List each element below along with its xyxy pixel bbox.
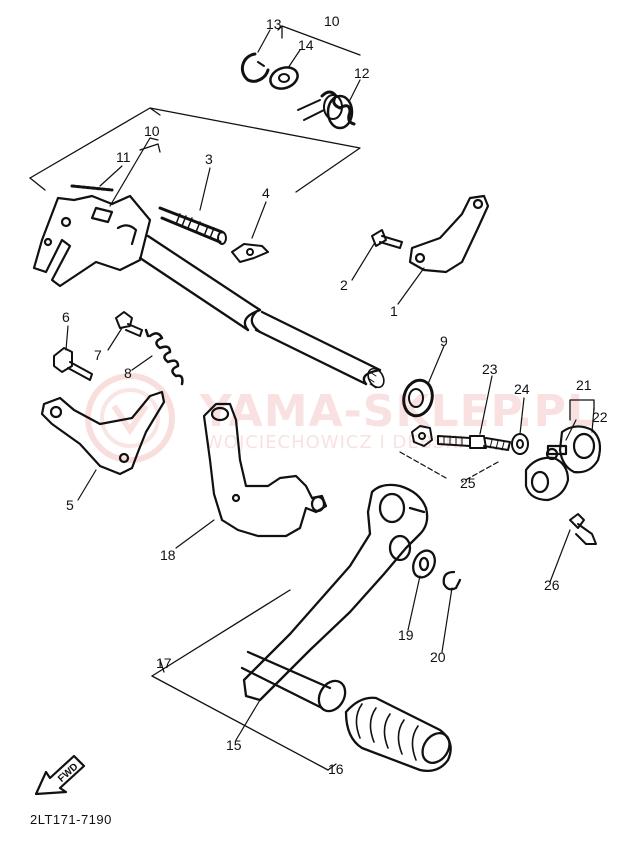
part-label-26: 26 — [544, 577, 560, 593]
part-label-15: 15 — [226, 737, 242, 753]
part-label-14: 14 — [298, 37, 314, 53]
part-label-7: 7 — [94, 347, 102, 363]
diagram-code: 2LT171-7190 — [30, 812, 112, 827]
part-label-21: 21 — [576, 377, 592, 393]
part-label-10-mid: 10 — [144, 123, 160, 139]
part-2-bolt — [371, 229, 403, 249]
bracket-21 — [569, 399, 595, 421]
part-label-6: 6 — [62, 309, 70, 325]
leader-lines — [65, 29, 595, 741]
part-label-10-top: 10 — [324, 13, 340, 29]
part-20-clip — [442, 570, 462, 591]
shift-shaft — [138, 234, 385, 389]
group-bracket-17-15-16 — [151, 589, 337, 771]
part-label-16: 16 — [328, 761, 344, 777]
assembly-frame — [29, 107, 361, 193]
part-label-13: 13 — [266, 16, 282, 32]
part-7-bolt — [115, 311, 143, 337]
part-label-23: 23 — [482, 361, 498, 377]
part-label-1: 1 — [390, 303, 398, 319]
part-9-oil-seal — [402, 378, 434, 418]
part-label-19: 19 — [398, 627, 414, 643]
part-25-nut-left — [411, 425, 433, 447]
group-bracket-10-top — [277, 25, 361, 56]
part-23-rod — [437, 435, 511, 451]
part-12-spring — [297, 90, 356, 130]
part-11-spring — [70, 184, 114, 192]
forward-arrow-icon: FWD — [34, 754, 86, 796]
part-6-bolt — [53, 347, 93, 381]
part-label-4: 4 — [262, 185, 270, 201]
part-label-18: 18 — [160, 547, 176, 563]
part-16-pedal-rubber — [344, 696, 452, 773]
part-label-2: 2 — [340, 277, 348, 293]
part-label-20: 20 — [430, 649, 446, 665]
part-5-shift-lever — [40, 390, 166, 476]
part-label-17: 17 — [156, 655, 172, 671]
part-15-pedal-shaft — [240, 650, 347, 713]
shift-shaft-lever — [32, 194, 152, 288]
part-4-clip — [231, 243, 269, 263]
part-21-joint-assembly — [524, 447, 570, 502]
part-label-22: 22 — [592, 409, 608, 425]
part-3-stud-bolt — [158, 206, 227, 245]
part-13-circlip — [240, 52, 270, 83]
part-17-shift-pedal — [242, 483, 429, 702]
part-1-stopper-lever — [408, 194, 490, 274]
part-label-25: 25 — [460, 475, 476, 491]
part-19-washer — [412, 549, 436, 579]
part-label-9: 9 — [440, 333, 448, 349]
part-label-5: 5 — [66, 497, 74, 513]
group-line-25 — [399, 451, 499, 483]
part-14-washer — [269, 66, 299, 90]
part-label-8: 8 — [124, 365, 132, 381]
part-label-24: 24 — [514, 381, 530, 397]
part-24-nut — [511, 433, 529, 455]
part-label-3: 3 — [205, 151, 213, 167]
part-label-12: 12 — [354, 65, 370, 81]
part-label-11: 11 — [116, 149, 131, 165]
part-26-bolt — [569, 513, 597, 545]
part-8-spring — [144, 328, 184, 386]
part-18-shift-arm — [202, 402, 328, 538]
